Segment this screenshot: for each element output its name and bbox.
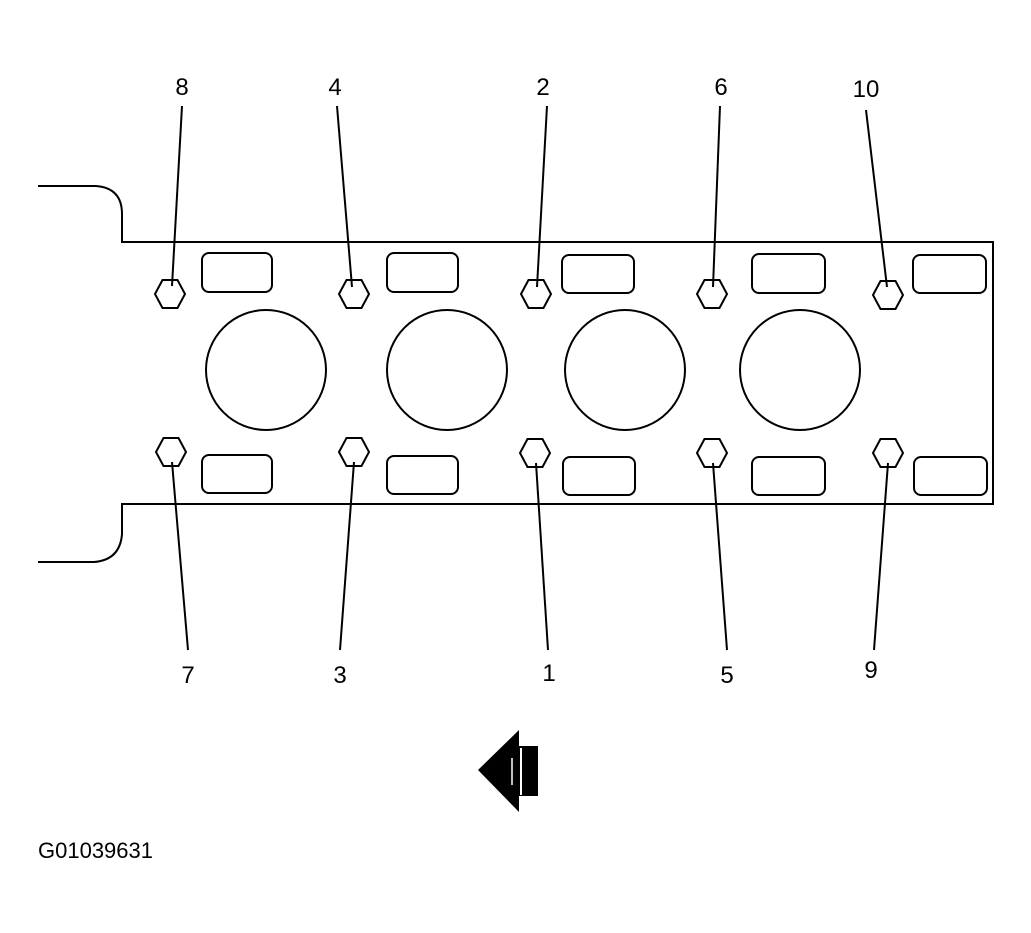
bolt-label-10: 10 <box>853 76 880 103</box>
port-top-4 <box>751 253 826 294</box>
bolt-label-3: 3 <box>333 662 346 689</box>
bolt-label-8: 8 <box>175 74 188 101</box>
leader-line-9 <box>873 462 889 651</box>
bolt-head-3-icon <box>337 437 371 467</box>
bolt-head-9-icon <box>871 438 905 468</box>
bolt-label-9: 9 <box>864 657 877 684</box>
bottom-ports <box>201 454 988 496</box>
port-top-5 <box>912 254 987 294</box>
leader-line-7 <box>171 461 189 651</box>
top-ports <box>201 252 987 294</box>
leader-line-1 <box>535 462 549 651</box>
cylinder-bore-4 <box>739 309 861 431</box>
bolt-head-5-icon <box>695 438 729 468</box>
cylinder-head-outline <box>38 185 994 563</box>
bolt-label-6: 6 <box>714 74 727 101</box>
front-arrow-icon <box>478 730 538 812</box>
port-bottom-1 <box>201 454 273 494</box>
port-bottom-3 <box>562 456 636 496</box>
bolt-head-6-icon <box>695 279 729 309</box>
bolt-head-10-icon <box>871 280 905 310</box>
bolt-label-4: 4 <box>328 74 341 101</box>
leader-lines <box>171 105 889 651</box>
leader-line-6 <box>712 105 721 288</box>
bolt-label-5: 5 <box>720 662 733 689</box>
port-top-2 <box>386 252 459 293</box>
leader-line-10 <box>865 109 888 288</box>
port-bottom-5 <box>913 456 988 496</box>
cylinder-bores <box>205 309 861 431</box>
bolt-label-1: 1 <box>542 660 555 687</box>
bolt-head-1-icon <box>518 438 552 468</box>
bolt-head-2-icon <box>519 279 553 309</box>
port-bottom-4 <box>751 456 826 496</box>
sequence-labels: 8 4 2 6 10 7 3 1 5 9 <box>175 74 879 689</box>
figure-code: G01039631 <box>38 838 153 863</box>
bolt-label-2: 2 <box>536 74 549 101</box>
bolt-head-7-icon <box>154 437 188 467</box>
leader-line-3 <box>339 461 355 651</box>
leader-line-5 <box>712 462 728 651</box>
bolt-label-7: 7 <box>181 662 194 689</box>
cylinder-bore-2 <box>386 309 508 431</box>
port-top-1 <box>201 252 273 293</box>
cylinder-bore-1 <box>205 309 327 431</box>
cylinder-bore-3 <box>564 309 686 431</box>
bolt-heads <box>153 279 905 468</box>
leader-line-4 <box>336 105 353 288</box>
leader-line-2 <box>536 105 548 288</box>
port-bottom-2 <box>386 455 459 495</box>
bolt-head-8-icon <box>153 279 187 309</box>
leader-line-8 <box>171 105 183 287</box>
port-top-3 <box>561 254 635 294</box>
bolt-head-4-icon <box>337 279 371 309</box>
